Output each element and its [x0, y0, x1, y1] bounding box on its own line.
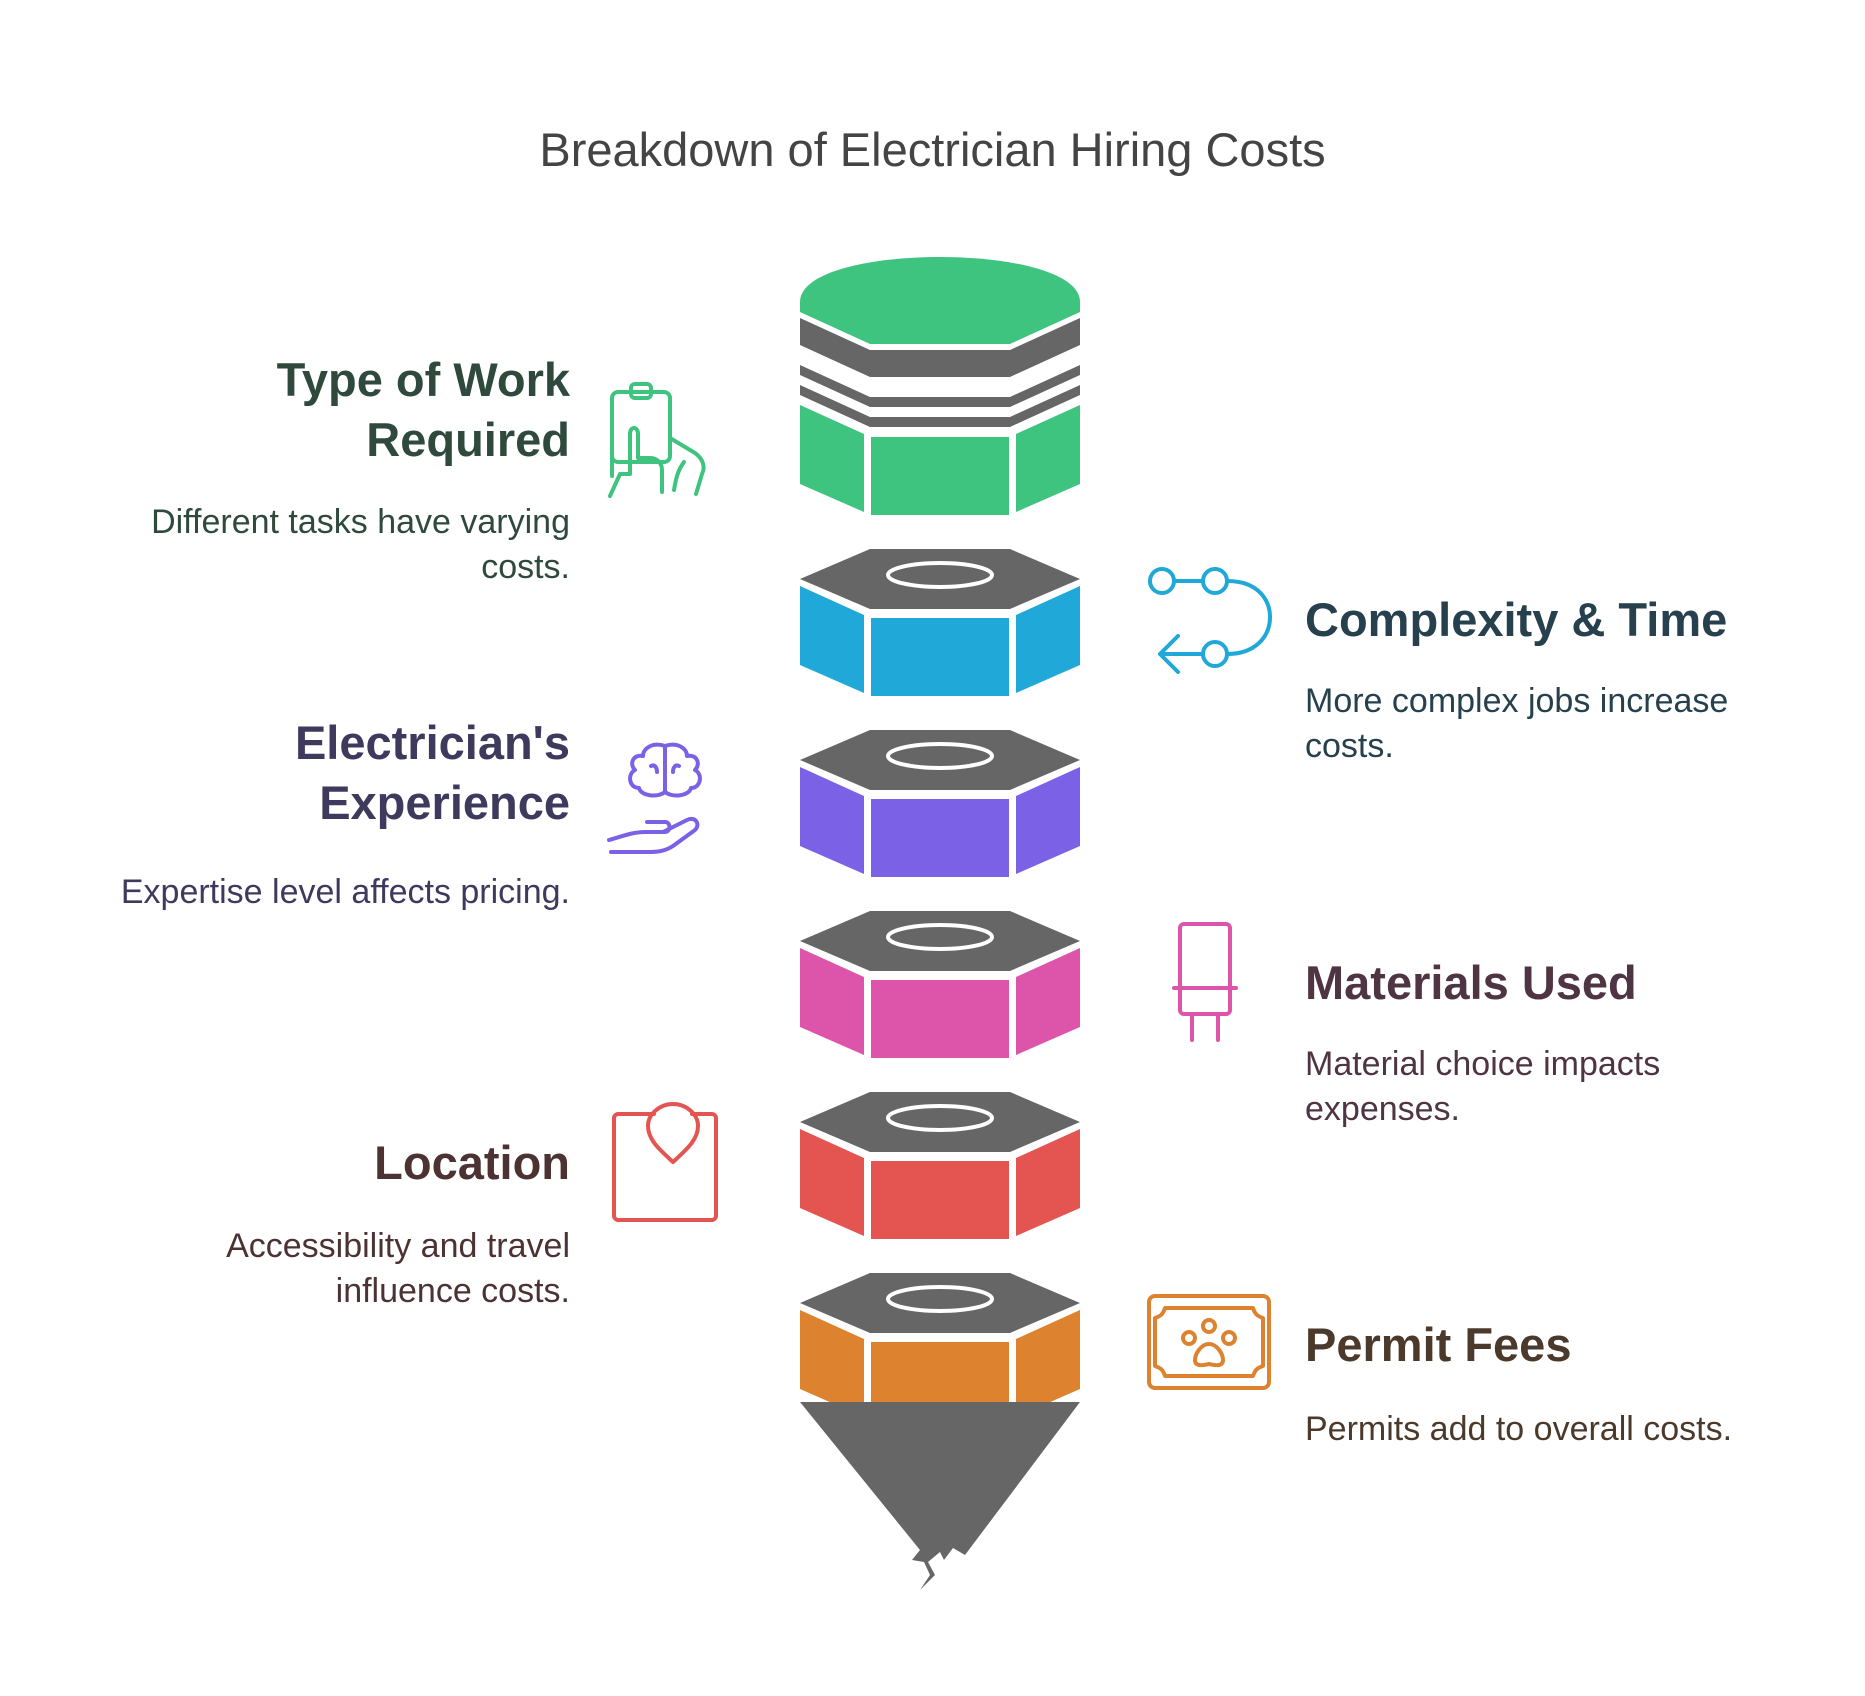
item-3-heading-line1: Electrician's: [294, 716, 570, 769]
item-6-heading: Permit Fees: [1305, 1318, 1572, 1371]
pencil-ferrule: [800, 318, 1080, 427]
item-2-description-line1: More complex jobs increase: [1305, 682, 1729, 720]
pencil-top-body: [800, 405, 1080, 515]
item-1-description-line2: costs.: [481, 548, 570, 586]
segment-4-left-face: [800, 1129, 864, 1236]
segment-2-left-face: [800, 767, 864, 874]
segment-2-hole: [886, 742, 994, 770]
segment-1-left-face: [800, 586, 864, 693]
item-6-description: Permits add to overall costs.: [1305, 1410, 1733, 1448]
item-4-heading: Materials Used: [1305, 956, 1637, 1009]
segment-5-hole: [886, 1285, 994, 1313]
segment-3-right-face: [1016, 948, 1080, 1055]
segment-1-hole: [886, 561, 994, 589]
segment-2-right-face: [1016, 767, 1080, 874]
segment-4-front-face: [871, 1161, 1009, 1239]
item-5-heading: Location: [374, 1136, 570, 1189]
item-3-description: Expertise level affects pricing.: [120, 873, 570, 911]
top-body-right-face: [1016, 405, 1080, 512]
pencil-eraser: [800, 257, 1080, 344]
item-1-heading-line2: Required: [366, 413, 570, 466]
segment-4-top: [800, 1092, 1080, 1152]
segment-1-top: [800, 549, 1080, 609]
ferrule-band-3: [800, 385, 1080, 427]
segment-3-front-face: [871, 980, 1009, 1058]
ferrule-band-2: [800, 365, 1080, 407]
segment-3-top: [800, 911, 1080, 971]
item-3-heading-line2: Experience: [319, 776, 570, 829]
item-2-description-line2: costs.: [1305, 727, 1394, 765]
map-pin-icon: [612, 1102, 718, 1222]
segment-1-right-face: [1016, 586, 1080, 693]
item-2-description: More complex jobs increase costs.: [1305, 679, 1845, 769]
segment-5-top: [800, 1273, 1080, 1333]
ferrule-band-1: [800, 318, 1080, 377]
process-flow-icon: [1148, 567, 1272, 674]
item-1-heading-line1: Type of Work: [276, 353, 570, 406]
page-title: Breakdown of Electrician Hiring Costs: [539, 123, 1326, 176]
segment-5-right-face: [1016, 1310, 1080, 1417]
top-body-front-face: [871, 437, 1009, 515]
capacitor-icon: [1172, 922, 1238, 1042]
top-body-left-face: [800, 405, 864, 512]
item-5-description: Accessibility and travel influence costs…: [70, 1224, 570, 1314]
item-4-description: Material choice impacts expenses.: [1305, 1042, 1845, 1132]
clipboard-hand-icon: [608, 382, 706, 498]
permit-certificate-icon: [1147, 1294, 1271, 1390]
segment-4-hole: [886, 1104, 994, 1132]
item-4-description-line1: Material choice impacts: [1305, 1045, 1661, 1083]
segment-5-front-face: [871, 1342, 1009, 1420]
segment-4-right-face: [1016, 1129, 1080, 1236]
segment-3-left-face: [800, 948, 864, 1055]
item-2-heading: Complexity & Time: [1305, 593, 1728, 646]
segment-2-top: [800, 730, 1080, 790]
item-5-description-line1: Accessibility and travel: [226, 1227, 570, 1265]
item-1-heading: Type of Work Required: [170, 350, 570, 470]
pencil-tip: [800, 1402, 1080, 1590]
segment-1-front-face: [871, 618, 1009, 696]
segment-5-left-face: [800, 1310, 864, 1417]
item-1-description: Different tasks have varying costs.: [70, 500, 570, 590]
segment-3-hole: [886, 923, 994, 951]
item-1-description-line1: Different tasks have varying: [151, 503, 570, 541]
segment-2-front-face: [871, 799, 1009, 877]
item-4-description-line2: expenses.: [1305, 1090, 1460, 1128]
item-3-heading: Electrician's Experience: [170, 713, 570, 833]
item-5-description-line2: influence costs.: [335, 1272, 570, 1310]
brain-hand-icon: [607, 742, 702, 854]
